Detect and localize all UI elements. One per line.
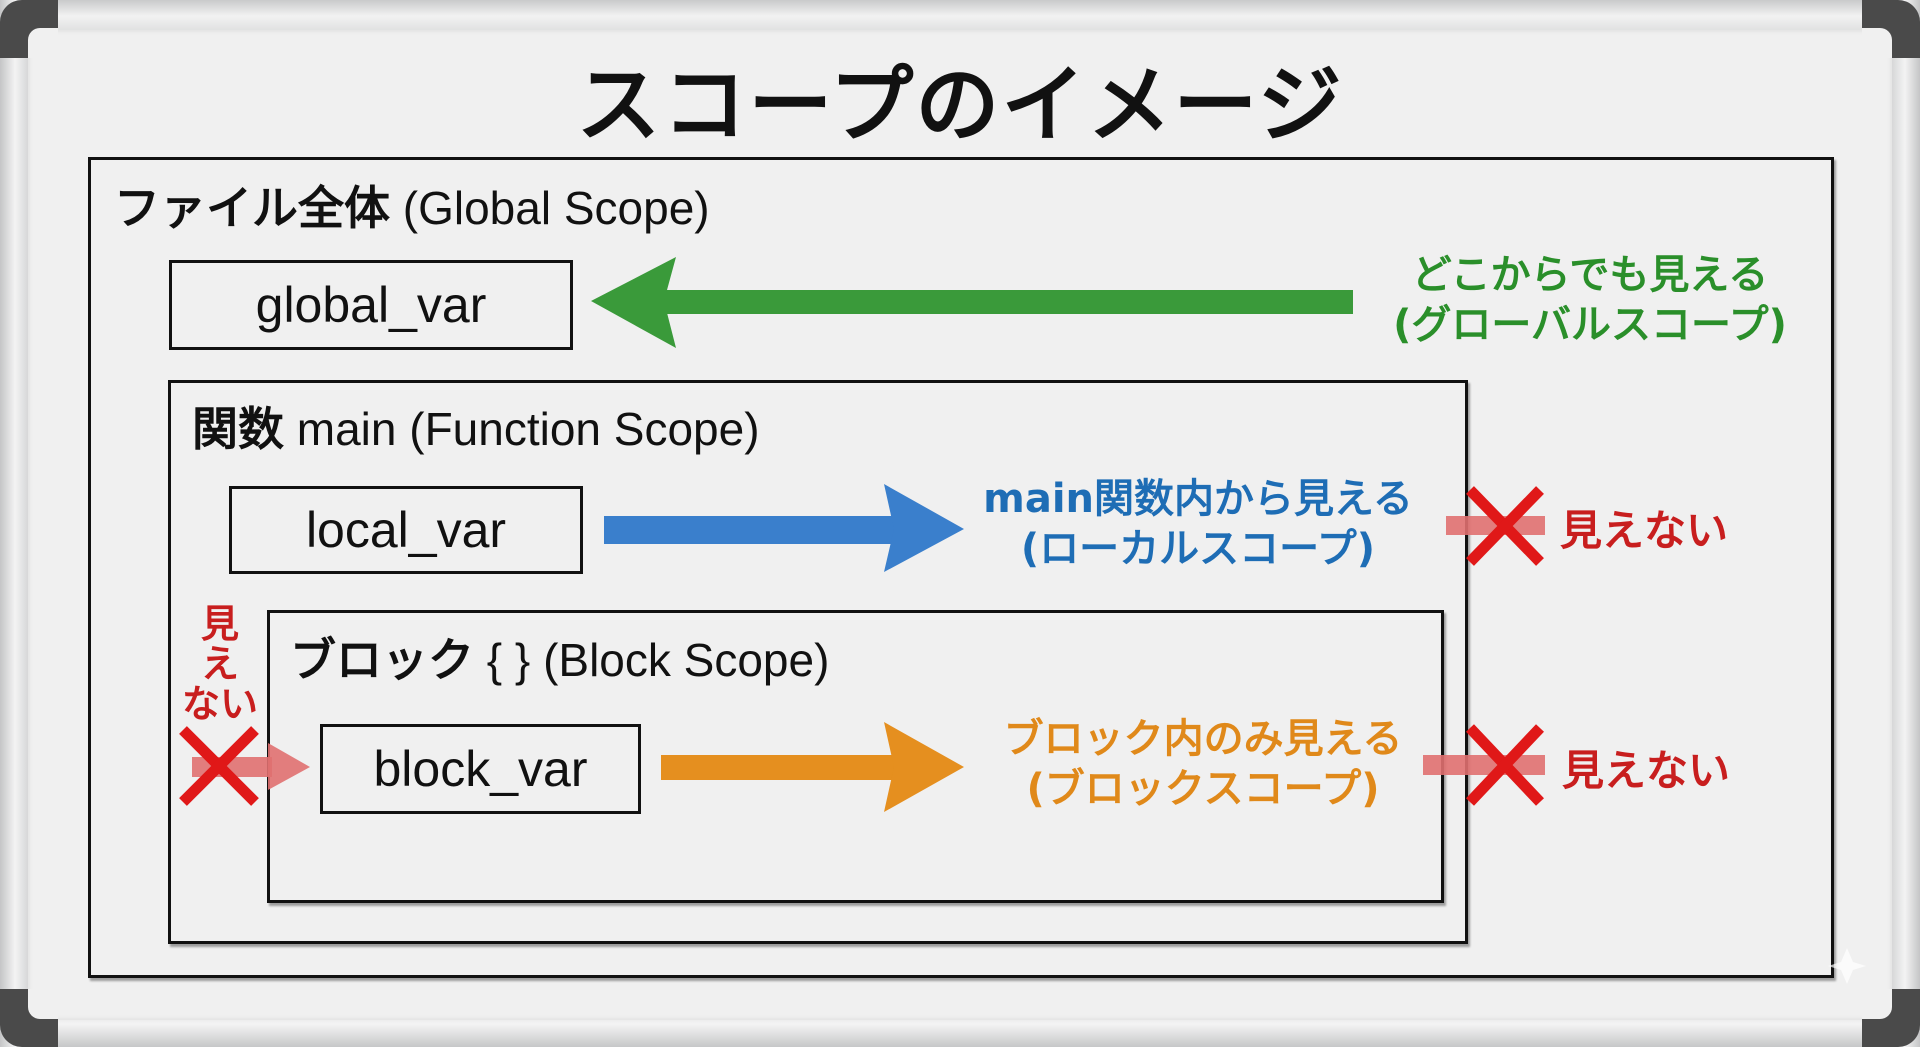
block-outer-invisible-vertical-label: 見 え ない xyxy=(176,604,264,724)
global-scope-label: ファイル全体 (Global Scope) xyxy=(114,172,710,238)
frame-corner-cap xyxy=(0,989,58,1047)
block-scope-label: ブロック { } (Block Scope) xyxy=(290,624,829,690)
global-scope-note: どこからでも見える (グローバルスコープ) xyxy=(1380,250,1800,350)
vertical-char-3: ない xyxy=(181,682,258,726)
block-scope-label-en: { } (Block Scope) xyxy=(486,634,830,686)
function-scope-label: 関数 main (Function Scope) xyxy=(192,393,760,459)
frame-corner-cap xyxy=(0,0,58,58)
vertical-char-1: 見 xyxy=(200,602,239,646)
frame-rail-right xyxy=(1890,0,1920,1047)
block-var-box: block_var xyxy=(320,724,641,814)
function-note-line2: (ローカルスコープ) xyxy=(1020,526,1376,572)
global-scope-label-jp: ファイル全体 xyxy=(114,181,390,235)
global-scope-box xyxy=(88,157,1834,978)
block-note-line2: (ブロックスコープ) xyxy=(1026,766,1380,812)
diagram-title: スコープのイメージ xyxy=(576,56,1344,154)
frame-corner-cap xyxy=(1862,989,1920,1047)
frame-corner-cap xyxy=(1862,0,1920,58)
vertical-char-2: え xyxy=(200,642,239,686)
function-outside-invisible-label: 見えない xyxy=(1560,506,1729,555)
function-scope-label-en: main (Function Scope) xyxy=(296,403,760,455)
global-var-box: global_var xyxy=(169,260,573,350)
global-note-line2: (グローバルスコープ) xyxy=(1393,302,1787,348)
global-note-line1: どこからでも見える xyxy=(1411,252,1769,298)
block-outside-invisible-label: 見えない xyxy=(1562,746,1731,795)
global-scope-label-en: (Global Scope) xyxy=(402,182,710,234)
function-note-line1: main関数内から見える xyxy=(983,476,1413,522)
block-scope-note: ブロック内のみ見える (ブロックスコープ) xyxy=(978,714,1428,814)
function-scope-box xyxy=(168,380,1468,944)
block-scope-label-jp: ブロック xyxy=(290,633,474,687)
local-var-box: local_var xyxy=(229,486,583,574)
frame-rail-left xyxy=(0,0,30,1047)
function-scope-label-jp: 関数 xyxy=(192,402,284,456)
function-scope-note: main関数内から見える (ローカルスコープ) xyxy=(978,474,1418,574)
block-note-line1: ブロック内のみ見える xyxy=(1003,716,1403,762)
